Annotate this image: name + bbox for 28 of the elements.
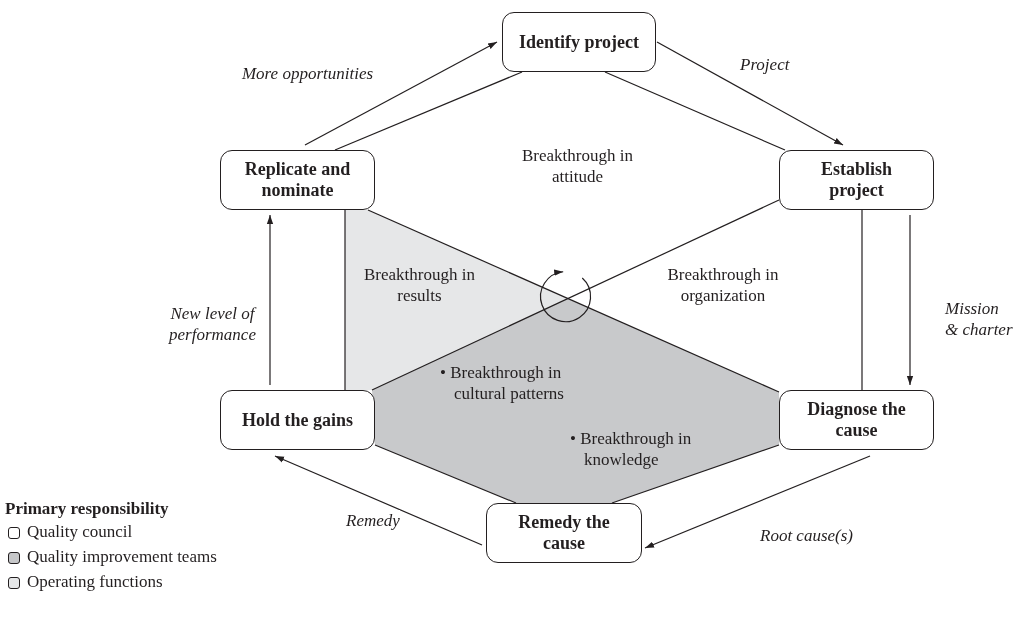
region-label: • Breakthrough in cultural patterns: [440, 362, 565, 404]
arrow: [274, 455, 483, 546]
region-label: • Breakthrough in knowledge: [570, 428, 693, 470]
process-box: Hold the gains: [220, 390, 375, 450]
connector-line: [604, 71, 786, 151]
arrow: [906, 214, 914, 386]
legend-label: Quality council: [27, 521, 133, 542]
region-label: Breakthrough in organization: [666, 264, 780, 306]
arrow: [266, 214, 274, 386]
connector-line: [344, 209, 346, 391]
connector-line: [334, 71, 523, 151]
legend-title: Primary responsibility: [5, 498, 169, 519]
region-label: Breakthrough in attitude: [521, 145, 634, 187]
process-box: Replicate and nominate: [220, 150, 375, 210]
legend-label: Quality improvement teams: [27, 546, 217, 567]
arrow: [656, 41, 844, 146]
arrow: [644, 455, 871, 549]
edge-label: Remedy: [346, 510, 400, 531]
arrow: [304, 41, 498, 146]
region-label: Breakthrough in results: [363, 264, 476, 306]
process-box: Identify project: [502, 12, 656, 72]
connector-line: [611, 444, 780, 504]
connector-line: [374, 444, 517, 504]
legend-label: Operating functions: [27, 571, 163, 592]
connector-line: [861, 209, 863, 391]
process-box: Establish project: [779, 150, 934, 210]
process-box: Remedy the cause: [486, 503, 642, 563]
process-box: Diagnose the cause: [779, 390, 934, 450]
